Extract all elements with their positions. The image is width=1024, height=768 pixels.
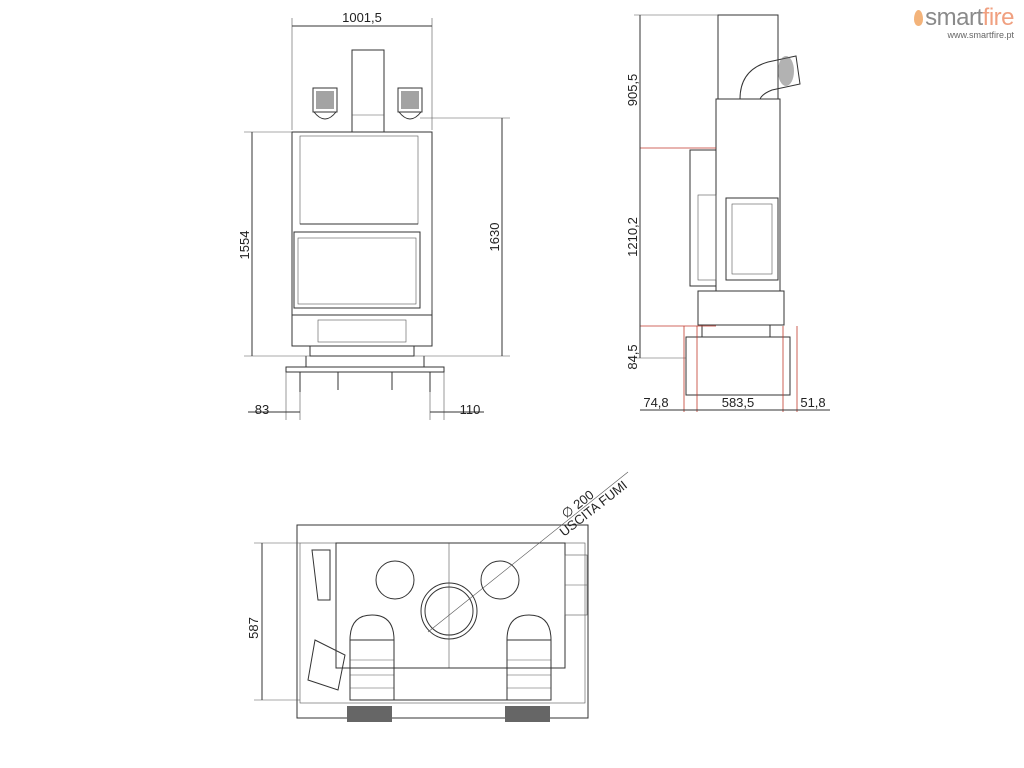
smartfire-logo: smartfire www.smartfire.pt bbox=[914, 4, 1015, 40]
duct-right bbox=[506, 614, 552, 701]
front-view: 1001,5 1554 1630 83 110 bbox=[237, 10, 510, 420]
top-view: 587 ∅ 200 USCITA FUMI bbox=[246, 471, 630, 722]
dim-rear-depth: 51,8 bbox=[800, 395, 825, 410]
pedestal bbox=[285, 366, 445, 373]
dim-left-offset: 83 bbox=[255, 402, 269, 417]
dim-right-offset: 110 bbox=[460, 402, 481, 417]
logo-url: www.smartfire.pt bbox=[947, 30, 1014, 40]
logo-text-smart: smart bbox=[925, 4, 983, 31]
fan-hole-left bbox=[375, 560, 415, 600]
side-glass bbox=[725, 197, 779, 281]
dim-front-depth: 74,8 bbox=[643, 395, 668, 410]
grille-right bbox=[505, 706, 550, 722]
duct-left bbox=[349, 614, 395, 701]
flue-pipe bbox=[351, 49, 385, 133]
grille-left bbox=[347, 706, 392, 722]
dim-height-total: 1630 bbox=[487, 223, 502, 252]
flue-outlet bbox=[420, 582, 478, 640]
dim-base-height: 84,5 bbox=[625, 344, 640, 369]
fan-right bbox=[397, 87, 423, 120]
dim-flue-height: 905,5 bbox=[625, 74, 640, 107]
side-flue bbox=[717, 14, 779, 100]
top-body bbox=[335, 542, 566, 669]
fan-hole-right bbox=[480, 560, 520, 600]
top-outline bbox=[296, 524, 589, 719]
dim-height-body: 1554 bbox=[237, 231, 252, 260]
dim-top-depth: 587 bbox=[246, 617, 261, 639]
logo-text-fire: fire bbox=[982, 4, 1015, 31]
side-pedestal bbox=[685, 336, 791, 396]
glass-door bbox=[293, 231, 421, 309]
flame-icon bbox=[914, 10, 924, 26]
dim-width: 1001,5 bbox=[342, 10, 382, 25]
fan-left bbox=[312, 87, 338, 120]
dim-body-height: 1210,2 bbox=[625, 217, 640, 257]
fireplace-body bbox=[291, 131, 433, 347]
side-view: 905,5 1210,2 84,5 74,8 583,5 51,8 bbox=[625, 14, 830, 412]
dim-depth: 583,5 bbox=[722, 395, 755, 410]
